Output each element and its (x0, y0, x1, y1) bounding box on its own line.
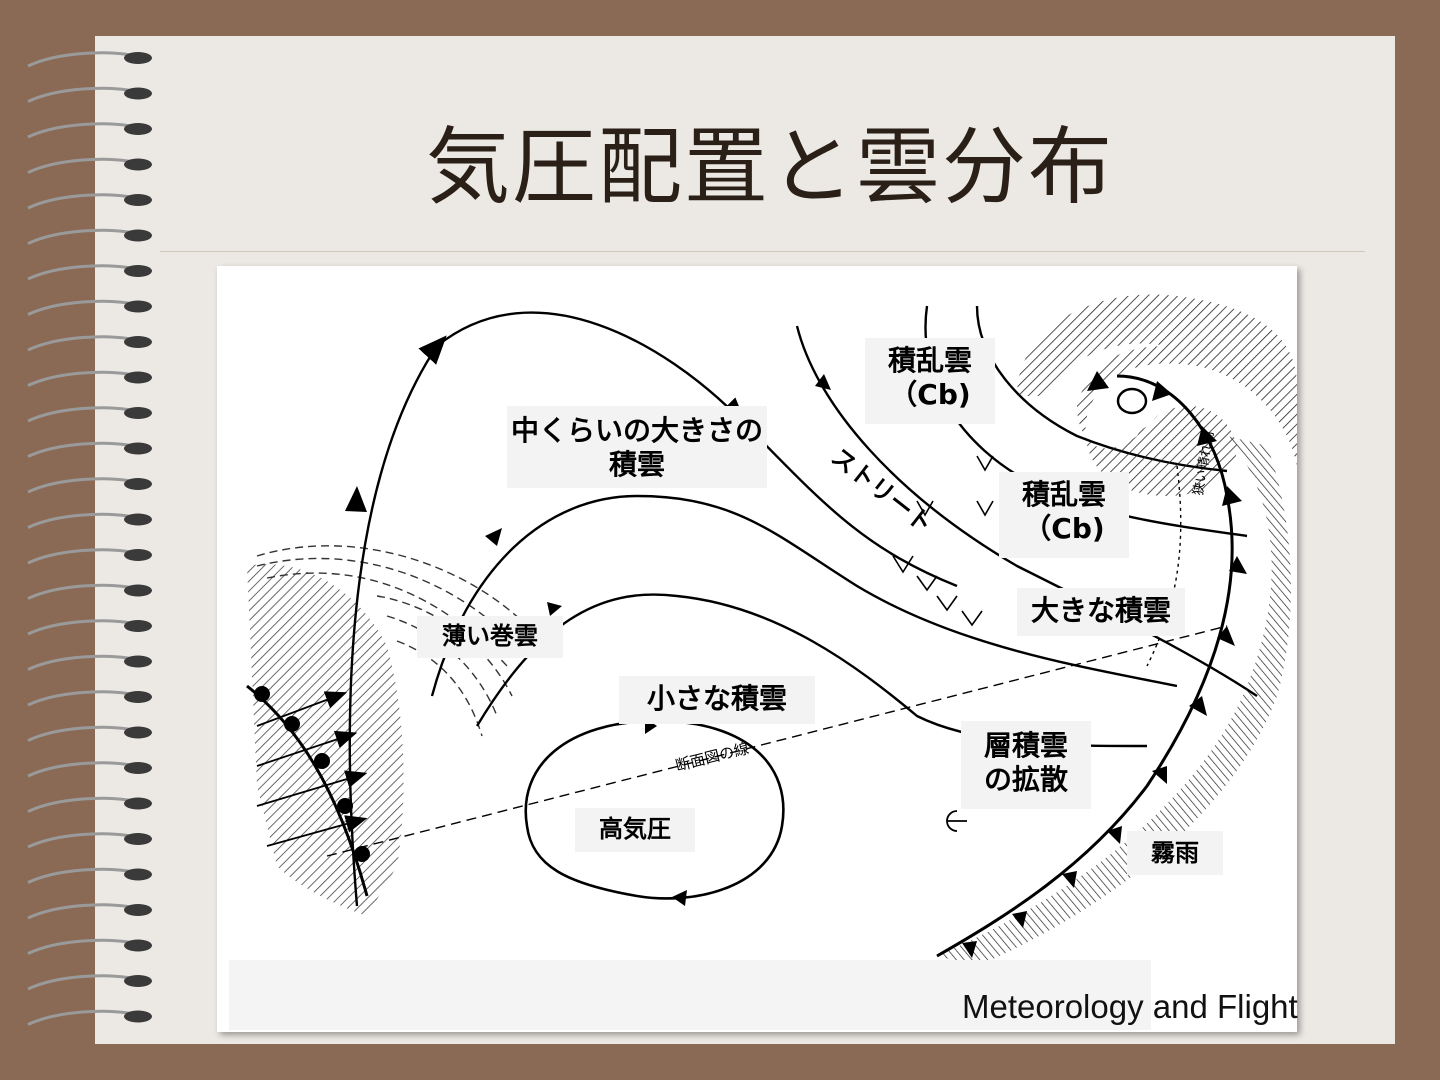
label-cb-lower: 積乱雲（Cb) (999, 472, 1129, 558)
spiral-hole (124, 442, 152, 455)
high-pressure-arrow-bottom (672, 890, 687, 906)
spiral-hole (124, 549, 152, 561)
spiral-hole (124, 513, 152, 526)
cyclone-front-line (936, 374, 1234, 958)
spiral-ring (27, 122, 137, 139)
spiral-hole (124, 229, 152, 242)
cyclone-cloud-spiral (1017, 294, 1297, 496)
diagram-canvas: 断面図の線 狭い晴れ間 (246, 294, 1297, 966)
weather-diagram: 断面図の線 狭い晴れ間 中くらいの大きさの積雲 積乱雲（Cb) 積乱雲（Cb) … (217, 266, 1297, 1032)
spiral-hole (124, 691, 152, 703)
spiral-ring (27, 477, 137, 494)
label-stratocumulus-spread: 層積雲の拡散 (961, 721, 1091, 809)
spiral-ring (27, 370, 137, 387)
cumulus-symbols (892, 455, 994, 627)
spiral-hole (124, 336, 152, 348)
spiral-ring (27, 335, 137, 352)
spiral-ring (27, 654, 137, 671)
spiral-ring (27, 903, 137, 920)
streamline-arrows (345, 374, 831, 616)
spiral-ring (27, 974, 137, 991)
high-pressure-loop (524, 719, 785, 900)
label-cb-upper: 積乱雲（Cb) (865, 338, 995, 424)
label-large-cumulus: 大きな積雲 (1017, 588, 1185, 636)
spiral-hole (124, 655, 152, 668)
spiral-hole (124, 584, 152, 597)
label-high-pressure: 高気圧 (575, 808, 695, 852)
spiral-binding (27, 51, 152, 1026)
spiral-ring (27, 51, 137, 68)
spiral-hole (124, 797, 152, 810)
spiral-ring (27, 619, 137, 636)
cross-section-line (326, 625, 1228, 857)
spiral-ring (27, 690, 137, 707)
spiral-hole (124, 194, 152, 206)
spiral-hole (124, 158, 152, 171)
spiral-hole (124, 52, 152, 64)
spiral-ring (27, 86, 137, 103)
spiral-ring (27, 938, 137, 955)
credit-text: Meteorology and Flight (962, 988, 1298, 1025)
spiral-hole (124, 833, 152, 845)
spiral-ring (27, 193, 137, 210)
slide-title: 気圧配置と雲分布 (425, 118, 1114, 216)
title-divider (160, 251, 1365, 252)
spiral-ring (27, 725, 137, 742)
spiral-ring (27, 228, 137, 245)
label-small-cumulus: 小さな積雲 (619, 676, 815, 724)
spiral-hole (124, 265, 152, 277)
cyclone-tail-band (937, 436, 1291, 966)
label-drizzle: 霧雨 (1127, 831, 1223, 875)
spiral-ring (27, 512, 137, 529)
spiral-hole (124, 975, 152, 987)
spiral-hole (124, 300, 152, 313)
spiral-ring (27, 583, 137, 600)
spiral-ring (27, 441, 137, 458)
label-thin-cirrus: 薄い巻雲 (417, 616, 563, 658)
spiral-hole (124, 904, 152, 916)
front-markers-left (254, 686, 370, 862)
label-medium-cumulus: 中くらいの大きさの積雲 (507, 406, 767, 488)
spiral-ring (27, 406, 137, 423)
spiral-ring (27, 264, 137, 281)
clearing-dotted-line (1146, 465, 1182, 667)
spiral-ring (27, 867, 137, 884)
drizzle-symbol (946, 810, 967, 832)
caption-box (229, 960, 1151, 1030)
spiral-hole (124, 371, 152, 384)
spiral-ring (27, 761, 137, 778)
spiral-ring (27, 1009, 137, 1026)
spiral-ring (27, 796, 137, 813)
spiral-hole (124, 868, 152, 881)
spiral-hole (124, 87, 152, 100)
spiral-ring (27, 157, 137, 174)
spiral-hole (124, 1010, 152, 1023)
spiral-hole (124, 939, 152, 952)
cyclone-front-markers (962, 371, 1247, 958)
spiral-ring (27, 832, 137, 849)
cross-section-label: 断面図の線 (674, 739, 751, 775)
spiral-ring (27, 299, 137, 316)
left-front-cloud-band (247, 564, 404, 916)
cyclone-center (1116, 387, 1148, 415)
spiral-hole (124, 620, 152, 632)
spiral-hole (124, 478, 152, 490)
spiral-hole (124, 762, 152, 774)
spiral-hole (124, 407, 152, 419)
spiral-hole (124, 726, 152, 739)
spiral-hole (124, 123, 152, 135)
left-band-arrows (256, 691, 368, 847)
spiral-ring (27, 548, 137, 565)
